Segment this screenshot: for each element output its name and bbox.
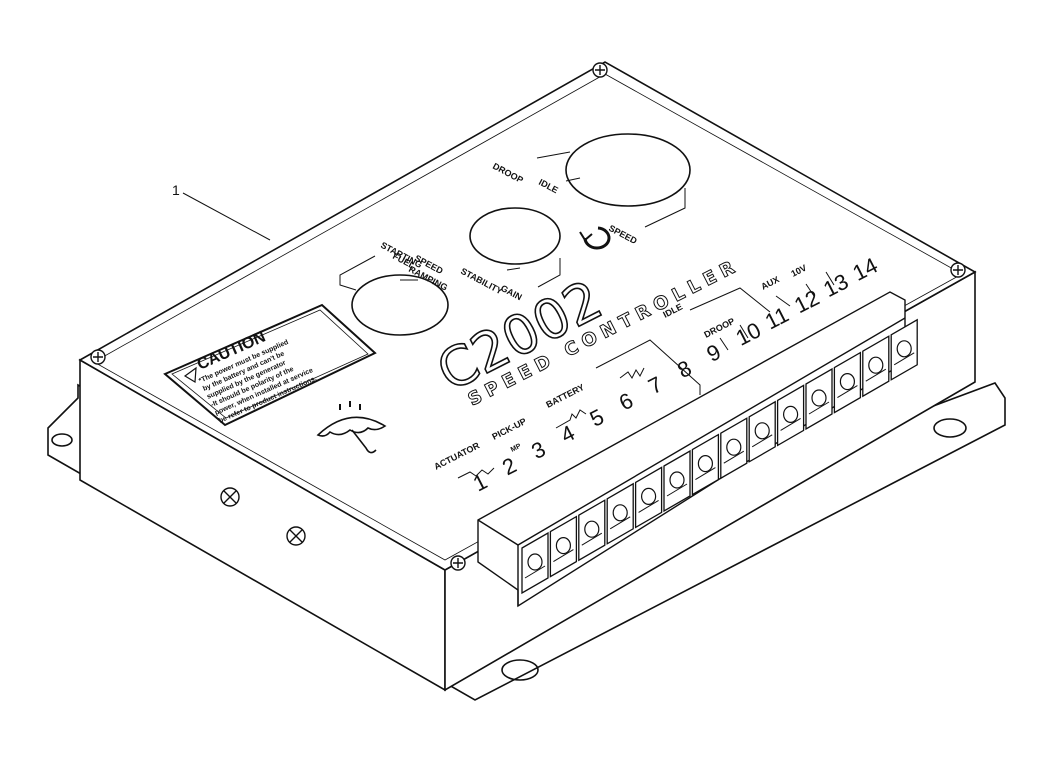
terminal-screw-cell[interactable] xyxy=(521,531,549,595)
terminal-screw-cell[interactable] xyxy=(890,318,918,381)
terminal-screw-cell[interactable] xyxy=(634,466,663,529)
panel-labels: STARTING FUEL SPEED RAMPING DROOP IDLE S… xyxy=(379,161,639,302)
pot-droop-idle-window xyxy=(565,133,691,207)
terminal-cells xyxy=(521,318,918,595)
screw-icon xyxy=(868,356,884,374)
screw-icon xyxy=(640,487,657,505)
screw-icon xyxy=(592,62,608,78)
screw-icon xyxy=(669,471,685,489)
potentiometer-windows xyxy=(351,133,691,336)
terminal-screw-cell[interactable] xyxy=(805,367,833,431)
terminal-screw-cell[interactable] xyxy=(578,499,606,562)
rotation-arrow-icon xyxy=(579,226,611,250)
umbrella-icon xyxy=(316,401,387,454)
pickup-icon: MP xyxy=(510,443,523,454)
screw-icon xyxy=(450,555,466,571)
screw-icon xyxy=(527,553,543,571)
screw-icon xyxy=(555,536,572,555)
screw-icon xyxy=(220,487,240,507)
terminal-screw-cell[interactable] xyxy=(606,482,634,545)
panel-leaders xyxy=(339,151,686,291)
terminal-screw-cell[interactable] xyxy=(549,515,578,578)
terminal-screw-cell[interactable] xyxy=(776,384,805,447)
screw-icon xyxy=(950,262,966,278)
callout-number: 1 xyxy=(172,182,180,198)
terminal-wiring xyxy=(457,271,835,479)
screw-icon xyxy=(754,422,770,440)
mounting-hole xyxy=(51,433,73,447)
screw-icon xyxy=(584,520,600,538)
screw-icon xyxy=(612,504,628,522)
pot-stability-window xyxy=(469,207,561,265)
terminal-screw-cell[interactable] xyxy=(833,351,862,414)
callout-1: 1 xyxy=(172,182,271,241)
screw-icon xyxy=(839,373,856,391)
terminal-screw-cell[interactable] xyxy=(691,433,720,496)
terminal-screw-cell[interactable] xyxy=(663,449,691,513)
screw-icon xyxy=(697,455,714,473)
pot-ramping-window xyxy=(351,274,449,336)
screw-icon xyxy=(896,340,912,358)
screw-icon xyxy=(782,405,799,423)
screw-icon xyxy=(90,349,106,365)
corner-screws xyxy=(90,62,966,571)
terminal-screw-cell[interactable] xyxy=(720,417,748,480)
mounting-hole xyxy=(501,659,539,681)
terminal-strip xyxy=(477,291,918,608)
caution-triangle-icon xyxy=(183,366,197,384)
mounting-hole xyxy=(933,418,967,438)
terminal-screw-cell[interactable] xyxy=(862,335,890,398)
housing-top-face xyxy=(78,61,977,571)
terminal-screw-cell[interactable] xyxy=(748,400,776,463)
screw-icon xyxy=(811,389,827,407)
screw-icon xyxy=(726,438,742,456)
screw-icon xyxy=(286,526,306,546)
